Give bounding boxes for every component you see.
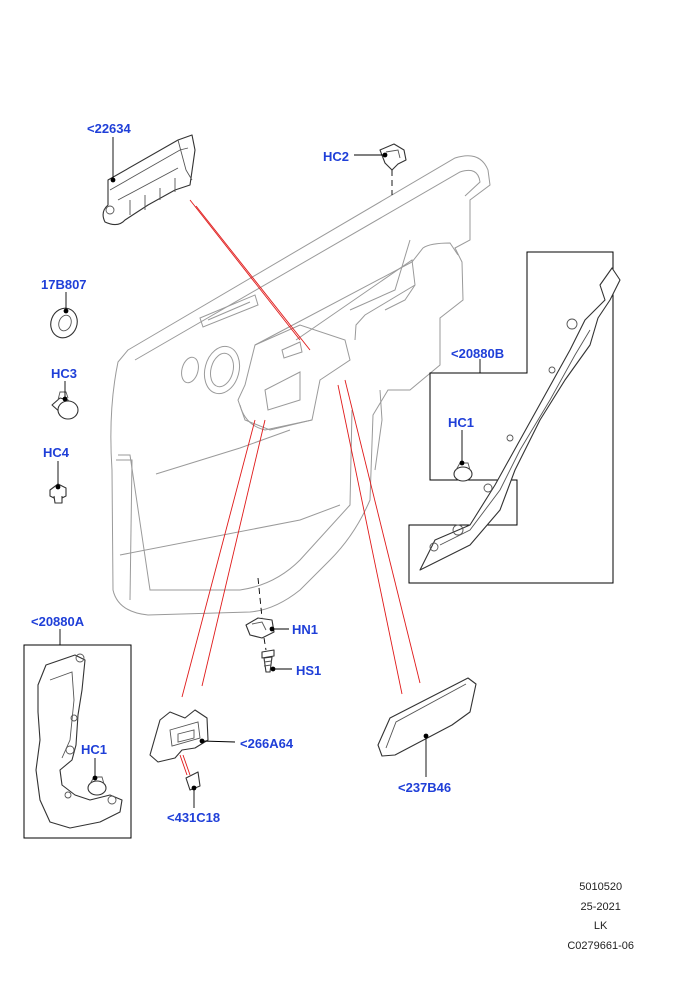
explode-lines <box>179 199 421 776</box>
callout-hc3[interactable]: HC3 <box>51 366 77 381</box>
part-20880b-trim[interactable] <box>419 267 621 571</box>
part-hc3-clip[interactable] <box>51 391 79 420</box>
callout-20880b[interactable]: <20880B <box>451 346 504 361</box>
footer-line-3: LK <box>593 920 608 932</box>
part-266a64-handle[interactable] <box>149 709 209 763</box>
part-hs1-screw[interactable] <box>261 649 275 673</box>
drawing-reference-block: 5010520 25-2021 LK C0279661-06 <box>567 878 634 956</box>
callout-hc1-right[interactable]: HC1 <box>448 415 474 430</box>
callout-hc4[interactable]: HC4 <box>43 445 70 460</box>
part-20880a-trim[interactable] <box>35 653 123 829</box>
callout-hc1-left[interactable]: HC1 <box>81 742 107 757</box>
callout-20880a[interactable]: <20880A <box>31 614 85 629</box>
callout-17b807[interactable]: 17B807 <box>41 277 87 292</box>
box-20880a <box>23 644 132 839</box>
footer-line-4: C0279661-06 <box>567 939 634 952</box>
part-431c18-bezel[interactable] <box>185 771 201 791</box>
part-hc1-left-clip[interactable] <box>87 776 107 796</box>
part-hc2-clip[interactable] <box>379 143 407 171</box>
part-hc1-right-clip[interactable] <box>453 462 473 482</box>
callout-266a64[interactable]: <266A64 <box>240 736 294 751</box>
footer-line-1: 5010520 <box>579 881 623 893</box>
part-17b807-grommet[interactable] <box>47 304 82 341</box>
part-hn1-nut[interactable] <box>245 617 275 639</box>
callout-hs1[interactable]: HS1 <box>296 663 321 678</box>
part-22634-bracket[interactable] <box>102 134 196 226</box>
callout-hn1[interactable]: HN1 <box>292 622 318 637</box>
callout-22634[interactable]: <22634 <box>87 121 132 136</box>
footer-line-2: 25-2021 <box>580 900 621 913</box>
part-237b46-armrest-pad[interactable] <box>377 677 477 757</box>
part-hc4-clip[interactable] <box>49 483 67 504</box>
box-20880b <box>408 251 614 584</box>
door-trim-panel <box>110 155 491 616</box>
callout-237b46[interactable]: <237B46 <box>398 780 451 795</box>
callout-hc2[interactable]: HC2 <box>323 149 349 164</box>
callout-431c18[interactable]: <431C18 <box>167 810 220 825</box>
